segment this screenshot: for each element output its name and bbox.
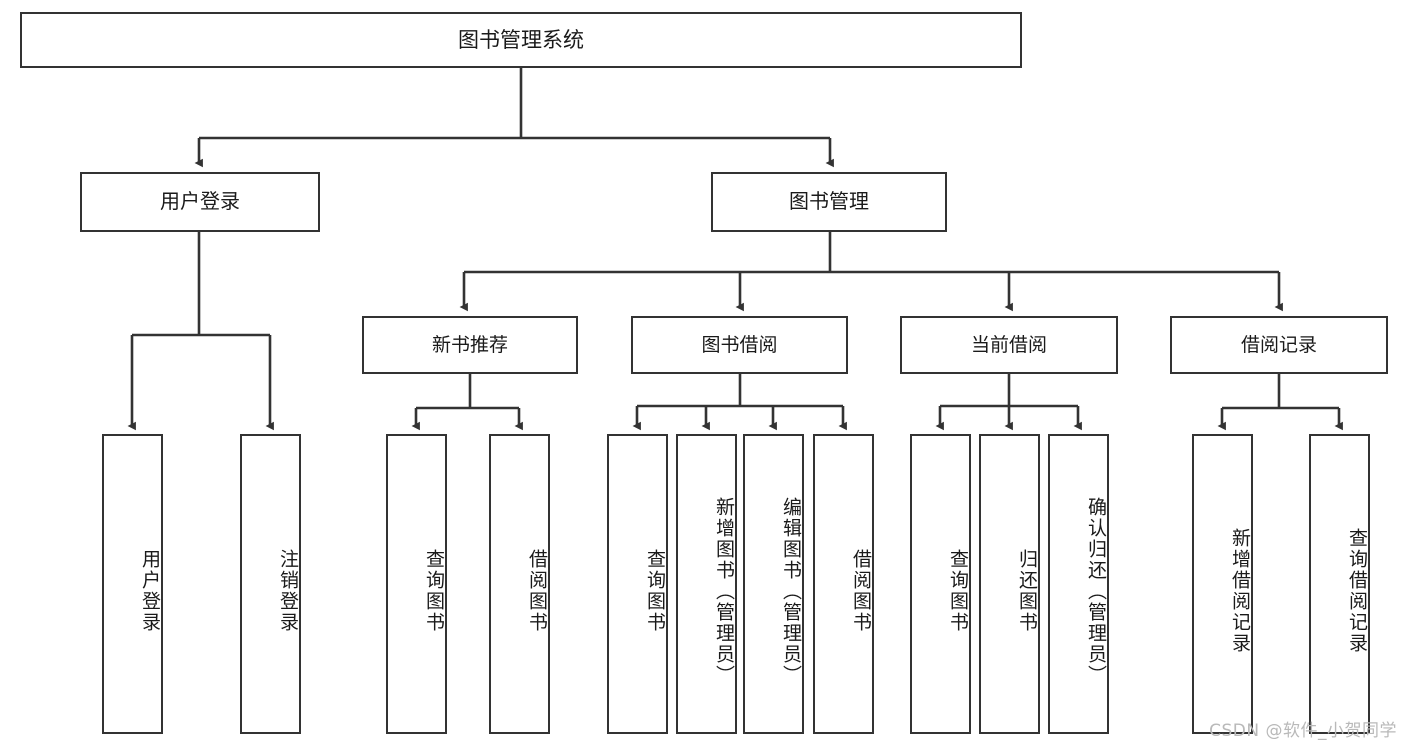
node-label: 查询图书: [644, 549, 666, 633]
node-label: 查询图书: [423, 549, 445, 633]
node-leaf-add-book[interactable]: 新增图书（管理员）: [676, 434, 737, 734]
node-label: 新书推荐: [431, 333, 508, 356]
node-label: 查询图书: [947, 549, 969, 633]
node-leaf-confirm-return[interactable]: 确认归还（管理员）: [1048, 434, 1109, 734]
node-leaf-add-record[interactable]: 新增借阅记录: [1192, 434, 1253, 734]
node-leaf-logout-login[interactable]: 注销登录: [240, 434, 301, 734]
node-label: 借阅图书: [526, 549, 548, 633]
node-label: 新增借阅记录: [1229, 528, 1251, 654]
node-label: 图书借阅: [701, 333, 778, 356]
node-label: 查询借阅记录: [1346, 528, 1368, 654]
node-borrow-record[interactable]: 借阅记录: [1170, 316, 1388, 374]
node-label: 确认归还（管理员）: [1085, 496, 1107, 686]
node-new-book-recommend[interactable]: 新书推荐: [362, 316, 578, 374]
node-leaf-edit-book[interactable]: 编辑图书（管理员）: [743, 434, 804, 734]
node-label: 新增图书（管理员）: [713, 496, 735, 686]
watermark: CSDN @软件_小贺同学: [1209, 721, 1397, 741]
node-leaf-query-book-1[interactable]: 查询图书: [386, 434, 447, 734]
node-leaf-return-book[interactable]: 归还图书: [979, 434, 1040, 734]
node-label: 注销登录: [277, 549, 299, 633]
node-leaf-query-record[interactable]: 查询借阅记录: [1309, 434, 1370, 734]
node-leaf-query-book-3[interactable]: 查询图书: [910, 434, 971, 734]
node-current-borrow[interactable]: 当前借阅: [900, 316, 1118, 374]
node-label: 借阅记录: [1240, 333, 1317, 356]
node-leaf-borrow-book-2[interactable]: 借阅图书: [813, 434, 874, 734]
node-book-borrow[interactable]: 图书借阅: [631, 316, 848, 374]
node-book-management[interactable]: 图书管理: [711, 172, 947, 232]
node-label: 借阅图书: [850, 549, 872, 633]
node-label: 编辑图书（管理员）: [780, 496, 802, 686]
node-leaf-borrow-book-1[interactable]: 借阅图书: [489, 434, 550, 734]
node-leaf-query-book-2[interactable]: 查询图书: [607, 434, 668, 734]
node-label: 图书管理: [789, 189, 869, 214]
node-label: 用户登录: [139, 549, 161, 633]
node-leaf-user-login[interactable]: 用户登录: [102, 434, 163, 734]
node-root-book-management-system[interactable]: 图书管理系统: [20, 12, 1022, 68]
node-label: 用户登录: [160, 189, 240, 214]
node-label: 当前借阅: [970, 333, 1047, 356]
node-label: 图书管理系统: [458, 27, 584, 52]
node-user-login[interactable]: 用户登录: [80, 172, 320, 232]
node-label: 归还图书: [1016, 549, 1038, 633]
